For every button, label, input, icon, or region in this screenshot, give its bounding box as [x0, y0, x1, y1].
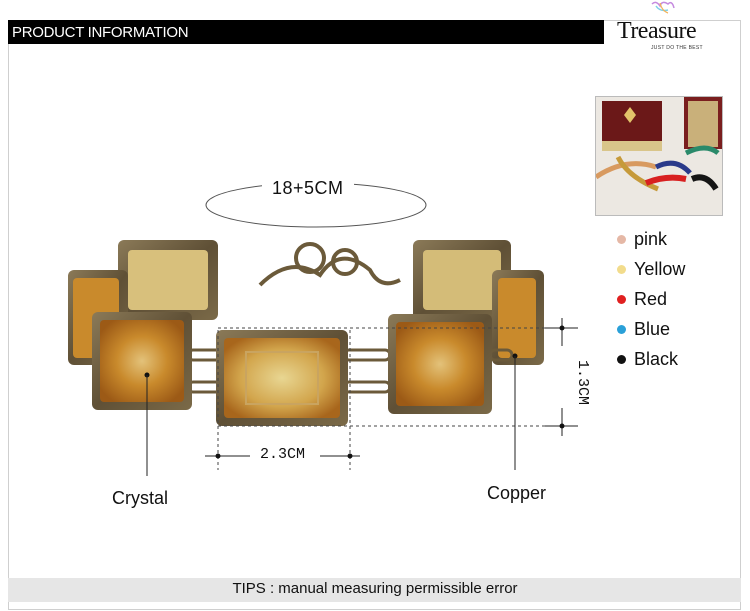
- length-label: 18+5CM: [272, 178, 344, 198]
- page-title: PRODUCT INFORMATION: [12, 24, 189, 41]
- color-option-blue[interactable]: Blue: [617, 314, 685, 344]
- product-thumbnail: [595, 96, 723, 216]
- color-label: pink: [634, 228, 668, 249]
- color-option-red[interactable]: Red: [617, 284, 685, 314]
- blue-swatch-icon: [617, 324, 626, 334]
- crystal-callout: Crystal: [112, 488, 169, 508]
- red-swatch-icon: [617, 294, 626, 304]
- logo-name: Treasure: [617, 18, 697, 44]
- color-option-black[interactable]: Black: [617, 344, 685, 374]
- clasp: [258, 242, 401, 287]
- color-label: Red: [634, 288, 668, 309]
- color-option-pink[interactable]: pink: [617, 224, 685, 254]
- yellow-swatch-icon: [617, 264, 626, 274]
- tips-text: TIPS : manual measuring permissible erro…: [232, 580, 518, 597]
- logo-icon: [651, 1, 675, 14]
- height-label: 1.3CM: [574, 359, 592, 406]
- pink-swatch-icon: [617, 234, 626, 244]
- color-options: pink Yellow Red Blue Black: [617, 224, 685, 374]
- logo-tagline: JUST DO THE BEST: [651, 45, 703, 51]
- color-label: Black: [634, 348, 679, 369]
- tips-bar: [8, 578, 741, 602]
- color-label: Yellow: [634, 258, 686, 279]
- color-label: Blue: [634, 318, 671, 339]
- header-bar: [8, 20, 604, 44]
- copper-callout: Copper: [487, 483, 547, 503]
- black-swatch-icon: [617, 354, 626, 364]
- color-option-yellow[interactable]: Yellow: [617, 254, 685, 284]
- width-label: 2.3CM: [260, 446, 306, 463]
